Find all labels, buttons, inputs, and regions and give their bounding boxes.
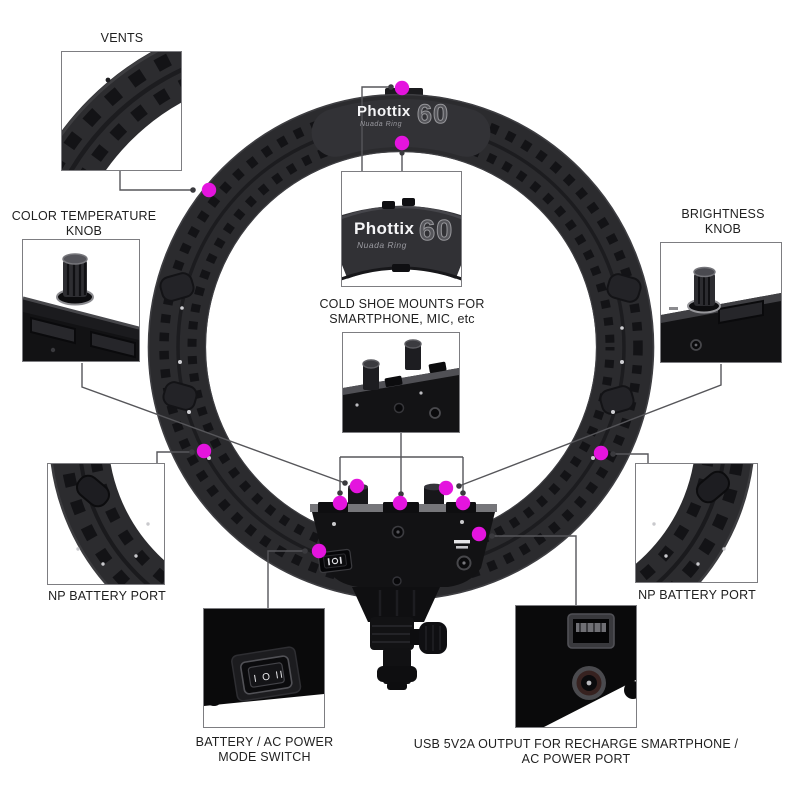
usb-output-label-line2: AC POWER PORT bbox=[521, 752, 631, 766]
marker-brightness-knob bbox=[438, 480, 454, 496]
logo-series: Nuada Ring bbox=[357, 240, 407, 250]
marker-cold-shoe-right bbox=[455, 495, 471, 511]
bracket-tip bbox=[387, 682, 407, 690]
line-brightness bbox=[458, 364, 722, 487]
np-battery-port-left-inset-photo bbox=[47, 463, 165, 585]
brightness-knob-closeup bbox=[661, 266, 781, 362]
usb-output-closeup bbox=[516, 606, 636, 727]
brightness-knob-label: BRIGHTNESS KNOB bbox=[655, 207, 791, 237]
brightness-knob-label-line2: KNOB bbox=[704, 222, 742, 236]
usb-output-inset-photo bbox=[515, 605, 637, 728]
battery-ac-switch-closeup: I O II bbox=[204, 609, 324, 727]
marker-inner-cold-shoe bbox=[394, 135, 410, 151]
line-top-cold-shoe bbox=[361, 86, 391, 171]
color-temperature-knob-inset-photo bbox=[22, 239, 140, 362]
usb-port-slot bbox=[456, 546, 468, 549]
logo-brand: Phottix bbox=[354, 219, 415, 238]
np-battery-port-left-label-text: NP BATTERY PORT bbox=[48, 589, 166, 603]
cold-shoe-mounts-label-line2: SMARTPHONE, MIC, etc bbox=[329, 312, 475, 326]
marker-top-cold-shoe bbox=[394, 80, 410, 96]
color-temperature-knob-label-line1: COLOR TEMPERATURE bbox=[11, 209, 157, 223]
logo-model-number: 60 bbox=[418, 215, 454, 248]
line-usb bbox=[492, 535, 577, 605]
switch-markings: I O II bbox=[253, 669, 285, 685]
logo-closeup bbox=[342, 198, 461, 281]
logo-model-number: 60 bbox=[416, 99, 450, 130]
cold-shoe-mounts-label-line1: COLD SHOE MOUNTS FOR bbox=[319, 297, 485, 311]
logo-plate bbox=[311, 99, 491, 157]
logo-inset-text: Phottix Nuada Ring 60 bbox=[341, 213, 462, 263]
vents-label: VENTS bbox=[62, 31, 182, 46]
np-battery-port-right-closeup bbox=[636, 464, 754, 582]
np-battery-port-right-label-text: NP BATTERY PORT bbox=[638, 588, 756, 602]
marker-cold-shoe-left bbox=[332, 495, 348, 511]
connector-lines bbox=[81, 86, 722, 608]
marker-np-battery-right bbox=[593, 445, 609, 461]
usb-port-slot[interactable] bbox=[454, 540, 470, 544]
dc-jack bbox=[572, 666, 606, 700]
vents-closeup bbox=[62, 52, 181, 170]
line-vents bbox=[119, 171, 193, 191]
cold-shoe-mounts-closeup bbox=[343, 339, 459, 432]
connector-endpoints bbox=[189, 84, 616, 554]
line-cold-shoes bbox=[339, 433, 464, 493]
marker-usb-output bbox=[471, 526, 487, 542]
np-battery-port-left-label: NP BATTERY PORT bbox=[37, 589, 177, 604]
marker-power-switch bbox=[311, 543, 327, 559]
mounting-bracket bbox=[352, 587, 447, 690]
thread-hole-center bbox=[396, 530, 400, 534]
ring-screws bbox=[178, 306, 624, 460]
brightness-knob-label-line1: BRIGHTNESS bbox=[681, 207, 765, 221]
power-mode-switch[interactable] bbox=[317, 548, 353, 574]
vents-inset-photo bbox=[61, 51, 182, 171]
brightness-knob-inset-photo bbox=[660, 242, 782, 363]
line-switch bbox=[267, 550, 305, 608]
line-np-right bbox=[613, 453, 649, 463]
ring-logo: Phottix Nuada Ring 60 bbox=[341, 99, 463, 146]
np-battery-port-right-label: NP BATTERY PORT bbox=[627, 588, 767, 603]
np-battery-port-left-closeup bbox=[50, 464, 164, 584]
line-color-temp bbox=[81, 363, 346, 484]
marker-vents bbox=[201, 182, 217, 198]
panel-face bbox=[310, 504, 497, 587]
logo-brand: Phottix bbox=[357, 103, 411, 120]
marker-cold-shoe-center bbox=[392, 495, 408, 511]
dc-jack-pin bbox=[462, 561, 466, 565]
marker-np-battery-left bbox=[196, 443, 212, 459]
marker-color-temp-knob bbox=[349, 478, 365, 494]
vents-label-text: VENTS bbox=[100, 31, 144, 45]
panel-bottom-screw bbox=[392, 576, 402, 586]
bracket-collar bbox=[377, 666, 417, 682]
ring-mount-recesses bbox=[159, 272, 642, 415]
color-temperature-knob-label-line2: KNOB bbox=[65, 224, 103, 238]
brightness-knob[interactable] bbox=[424, 486, 444, 508]
logo-inset-photo bbox=[341, 171, 462, 287]
cold-shoe-mounts-inset-photo bbox=[342, 332, 460, 433]
color-temperature-knob-label: COLOR TEMPERATURE KNOB bbox=[3, 209, 165, 239]
logo-series: Nuada Ring bbox=[360, 121, 402, 128]
marker-dots bbox=[196, 80, 609, 559]
color-temperature-knob-closeup bbox=[23, 253, 139, 361]
np-battery-port-right-inset-photo bbox=[635, 463, 758, 583]
battery-ac-switch-label-line1: BATTERY / AC POWER bbox=[195, 735, 334, 749]
line-np-left bbox=[156, 451, 192, 465]
panel-screw bbox=[332, 522, 336, 526]
battery-ac-switch-label-line2: MODE SWITCH bbox=[218, 750, 311, 764]
panel-screw bbox=[460, 520, 464, 524]
cold-shoe-mounts-label: COLD SHOE MOUNTS FOR SMARTPHONE, MIC, et… bbox=[316, 297, 488, 327]
battery-ac-power-mode-switch-label: BATTERY / AC POWER MODE SWITCH bbox=[182, 735, 347, 765]
usb-output-label: USB 5V2A OUTPUT FOR RECHARGE SMARTPHONE … bbox=[398, 737, 754, 767]
battery-ac-switch-inset-photo: I O II bbox=[203, 608, 325, 728]
usb-output-label-line1: USB 5V2A OUTPUT FOR RECHARGE SMARTPHONE … bbox=[413, 737, 739, 751]
